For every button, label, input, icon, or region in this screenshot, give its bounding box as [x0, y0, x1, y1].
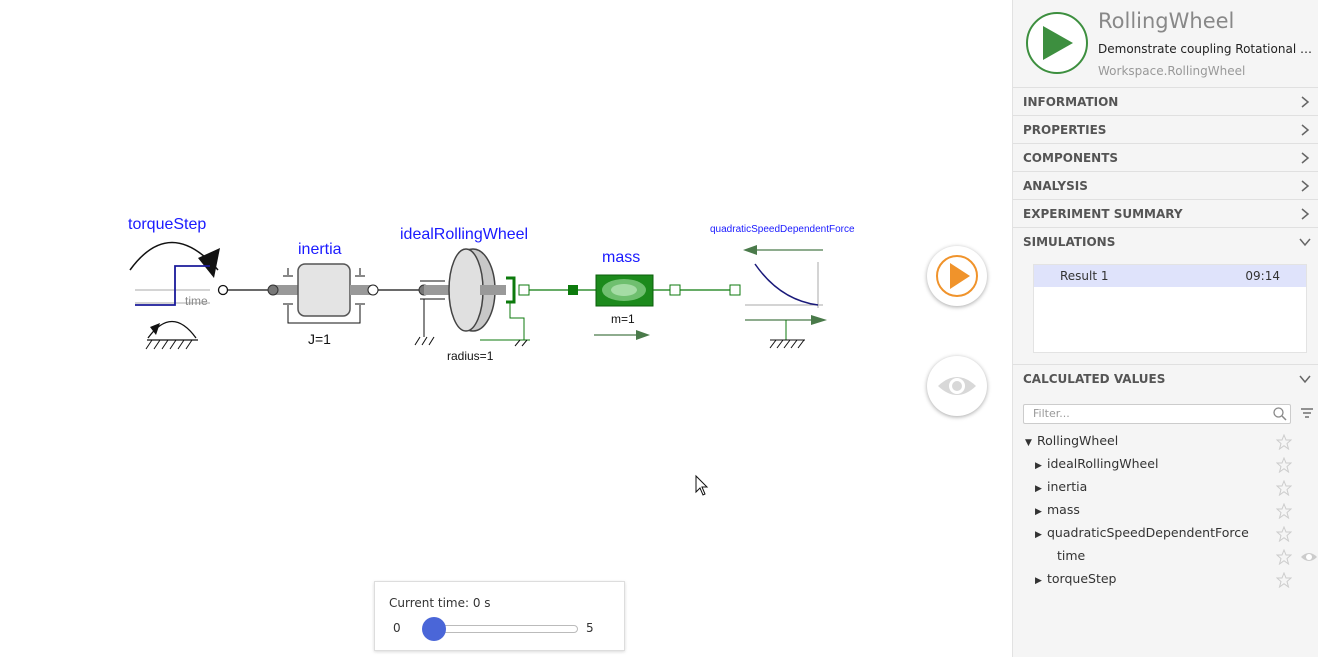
tree-item-label: mass — [1047, 502, 1080, 517]
model-side-panel: RollingWheel Demonstrate coupling Rotati… — [1012, 0, 1318, 657]
mass-label: mass — [602, 249, 640, 266]
quadratic-force-label: quadraticSpeedDependentForce — [710, 224, 855, 235]
section-components-label: COMPONENTS — [1023, 151, 1119, 165]
mouse-cursor-icon — [695, 474, 709, 496]
chevron-right-icon — [1301, 208, 1310, 220]
time-slider-handle[interactable] — [422, 617, 446, 641]
star-outline-icon[interactable] — [1276, 434, 1292, 450]
tree-item-label: quadraticSpeedDependentForce — [1047, 525, 1249, 540]
filter-list-icon[interactable] — [1300, 407, 1314, 419]
torque-step-component[interactable]: torqueStep time — [128, 216, 229, 350]
model-name: RollingWheel — [1098, 9, 1235, 33]
mass-component[interactable]: mass m=1 — [568, 249, 681, 340]
tree-item-inertia[interactable]: ▶ inertia — [1035, 479, 1087, 499]
time-max-label: 5 — [586, 621, 594, 635]
section-properties-label: PROPERTIES — [1023, 123, 1107, 137]
section-experiment-summary-label: EXPERIMENT SUMMARY — [1023, 207, 1183, 221]
torque-step-time-label: time — [185, 294, 208, 308]
chevron-down-icon — [1299, 375, 1311, 384]
collapsed-arrow-icon[interactable]: ▶ — [1035, 576, 1042, 586]
model-canvas[interactable]: torqueStep time inertia — [0, 0, 1012, 657]
tree-item-root[interactable]: ▼ RollingWheel — [1025, 433, 1118, 453]
section-calculated-values[interactable]: CALCULATED VALUES — [1013, 364, 1318, 392]
torque-step-label: torqueStep — [128, 216, 206, 233]
section-simulations-label: SIMULATIONS — [1023, 235, 1116, 249]
chevron-down-icon — [1299, 238, 1311, 247]
inertia-component[interactable]: inertia J=1 — [267, 241, 379, 347]
tree-item-mass[interactable]: ▶ mass — [1035, 502, 1080, 522]
ideal-rolling-wheel-label: idealRollingWheel — [400, 226, 528, 243]
tree-item-label: time — [1057, 548, 1086, 563]
section-information[interactable]: INFORMATION — [1013, 87, 1318, 115]
expanded-arrow-icon[interactable]: ▼ — [1025, 438, 1032, 448]
section-components[interactable]: COMPONENTS — [1013, 143, 1318, 171]
model-run-button[interactable] — [1026, 12, 1088, 74]
play-icon — [936, 255, 978, 297]
model-header: RollingWheel Demonstrate coupling Rotati… — [1013, 0, 1318, 87]
simulation-result-row[interactable]: Result 1 09:14 — [1034, 265, 1306, 287]
collapsed-arrow-icon[interactable]: ▶ — [1035, 507, 1042, 517]
model-path: Workspace.RollingWheel — [1098, 64, 1246, 78]
filter-input[interactable]: Filter... — [1023, 404, 1291, 424]
section-experiment-summary[interactable]: EXPERIMENT SUMMARY — [1013, 199, 1318, 227]
star-outline-icon[interactable] — [1276, 457, 1292, 473]
simulation-result-name: Result 1 — [1060, 269, 1109, 283]
star-outline-icon[interactable] — [1276, 480, 1292, 496]
inertia-label: inertia — [298, 241, 342, 258]
chevron-right-icon — [1301, 180, 1310, 192]
search-icon[interactable] — [1272, 406, 1288, 422]
play-icon — [1043, 26, 1073, 60]
star-outline-icon[interactable] — [1276, 526, 1292, 542]
time-slider-panel: Current time: 0 s 0 5 — [374, 581, 625, 651]
section-simulations[interactable]: SIMULATIONS — [1013, 227, 1318, 255]
time-slider-track[interactable] — [425, 625, 578, 633]
collapsed-arrow-icon[interactable]: ▶ — [1035, 484, 1042, 494]
tree-item-label: RollingWheel — [1037, 433, 1119, 448]
eye-icon — [938, 377, 976, 395]
quadratic-force-component[interactable]: quadraticSpeedDependentForce — [710, 224, 855, 349]
tree-item-time[interactable]: time — [1057, 548, 1085, 568]
ideal-rolling-wheel-param: radius=1 — [447, 349, 494, 363]
chevron-right-icon — [1301, 124, 1310, 136]
model-diagram[interactable]: torqueStep time inertia — [0, 0, 1012, 657]
tree-item-ideal-rolling-wheel[interactable]: ▶ idealRollingWheel — [1035, 456, 1158, 476]
tree-item-label: idealRollingWheel — [1047, 456, 1159, 471]
collapsed-arrow-icon[interactable]: ▶ — [1035, 530, 1042, 540]
simulation-result-time: 09:14 — [1245, 269, 1280, 283]
view-toggle-button[interactable] — [927, 356, 987, 416]
tree-item-quadratic-force[interactable]: ▶ quadraticSpeedDependentForce — [1035, 525, 1249, 545]
section-analysis[interactable]: ANALYSIS — [1013, 171, 1318, 199]
ideal-rolling-wheel-component[interactable]: idealRollingWheel radius=1 — [400, 226, 530, 363]
tree-item-label: inertia — [1047, 479, 1088, 494]
chevron-right-icon — [1301, 152, 1310, 164]
mass-param: m=1 — [611, 312, 635, 326]
star-outline-icon[interactable] — [1276, 572, 1292, 588]
inertia-param: J=1 — [308, 331, 331, 347]
run-simulation-button[interactable] — [927, 246, 987, 306]
star-outline-icon[interactable] — [1276, 503, 1292, 519]
section-calculated-values-label: CALCULATED VALUES — [1023, 372, 1166, 386]
section-information-label: INFORMATION — [1023, 95, 1119, 109]
star-outline-icon[interactable] — [1276, 549, 1292, 565]
chevron-right-icon — [1301, 96, 1310, 108]
model-description: Demonstrate coupling Rotational - Transl… — [1098, 42, 1316, 56]
time-min-label: 0 — [393, 621, 401, 635]
eye-icon[interactable] — [1300, 550, 1318, 564]
section-properties[interactable]: PROPERTIES — [1013, 115, 1318, 143]
tree-item-label: torqueStep — [1047, 571, 1117, 586]
tree-item-torque-step[interactable]: ▶ torqueStep — [1035, 571, 1116, 591]
simulations-list: Result 1 09:14 — [1033, 264, 1307, 353]
section-analysis-label: ANALYSIS — [1023, 179, 1088, 193]
collapsed-arrow-icon[interactable]: ▶ — [1035, 461, 1042, 471]
current-time-label: Current time: 0 s — [389, 596, 491, 610]
